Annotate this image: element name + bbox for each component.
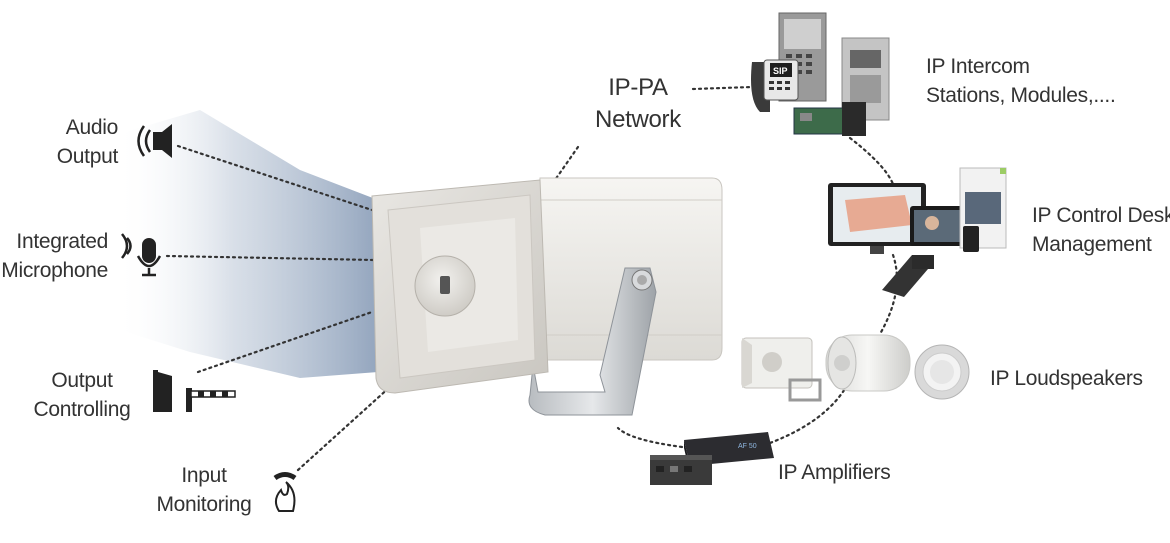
label-output-controlling-line1: Output bbox=[51, 369, 113, 392]
ip-amplifiers-image bbox=[650, 432, 774, 485]
label-audio-output-line1: Audio bbox=[65, 116, 119, 139]
microphone-icon bbox=[121, 233, 162, 277]
label-ip-intercom-line2: Stations, Modules,.... bbox=[926, 84, 1116, 107]
label-input-monitoring-line2: Monitoring bbox=[156, 493, 252, 516]
connector-output-controlling bbox=[196, 310, 374, 374]
connector-network-intercom bbox=[691, 85, 754, 91]
label-ip-control-desk: IP Control Desk Management bbox=[1032, 201, 1170, 259]
label-integrated-microphone-line2: Microphone bbox=[1, 259, 108, 282]
label-ip-pa-network: IP-PA Network bbox=[578, 72, 698, 136]
label-ip-intercom: IP Intercom Stations, Modules,.... bbox=[926, 52, 1156, 110]
label-input-monitoring-line1: Input bbox=[181, 464, 227, 487]
label-integrated-microphone: Integrated Microphone bbox=[0, 227, 108, 285]
label-ip-amplifiers: IP Amplifiers bbox=[778, 461, 891, 484]
label-ip-loudspeakers: IP Loudspeakers bbox=[990, 367, 1143, 390]
connector-audio-output bbox=[176, 144, 374, 212]
label-ip-pa-network-line1: IP-PA bbox=[608, 74, 668, 101]
label-ip-control-desk-line1: IP Control Desk bbox=[1032, 204, 1170, 227]
label-ip-control-desk-line2: Management bbox=[1032, 233, 1152, 256]
ip-loudspeakers-image bbox=[741, 334, 970, 402]
label-input-monitoring: Input Monitoring bbox=[145, 461, 263, 519]
label-output-controlling: Output Controlling bbox=[22, 366, 142, 424]
intercom-devices-image bbox=[751, 12, 890, 136]
label-output-controlling-line2: Controlling bbox=[33, 398, 131, 421]
control-desk-devices-image bbox=[828, 167, 1007, 297]
sound-beam bbox=[115, 110, 378, 378]
label-ip-pa-network-line2: Network bbox=[595, 106, 681, 133]
label-integrated-microphone-line1: Integrated bbox=[16, 230, 108, 253]
fire-detector-icon bbox=[273, 472, 297, 512]
connector-microphone bbox=[165, 254, 376, 262]
label-ip-intercom-line1: IP Intercom bbox=[926, 55, 1030, 78]
sip-sign-text: SIP bbox=[773, 66, 788, 76]
door-barrier-icon bbox=[153, 370, 236, 412]
label-audio-output: Audio Output bbox=[40, 113, 119, 171]
speaker-icon bbox=[137, 124, 172, 158]
horn-speaker-image bbox=[371, 177, 723, 416]
amp-model-text: AF 50 bbox=[738, 443, 757, 450]
label-audio-output-line2: Output bbox=[56, 145, 119, 168]
